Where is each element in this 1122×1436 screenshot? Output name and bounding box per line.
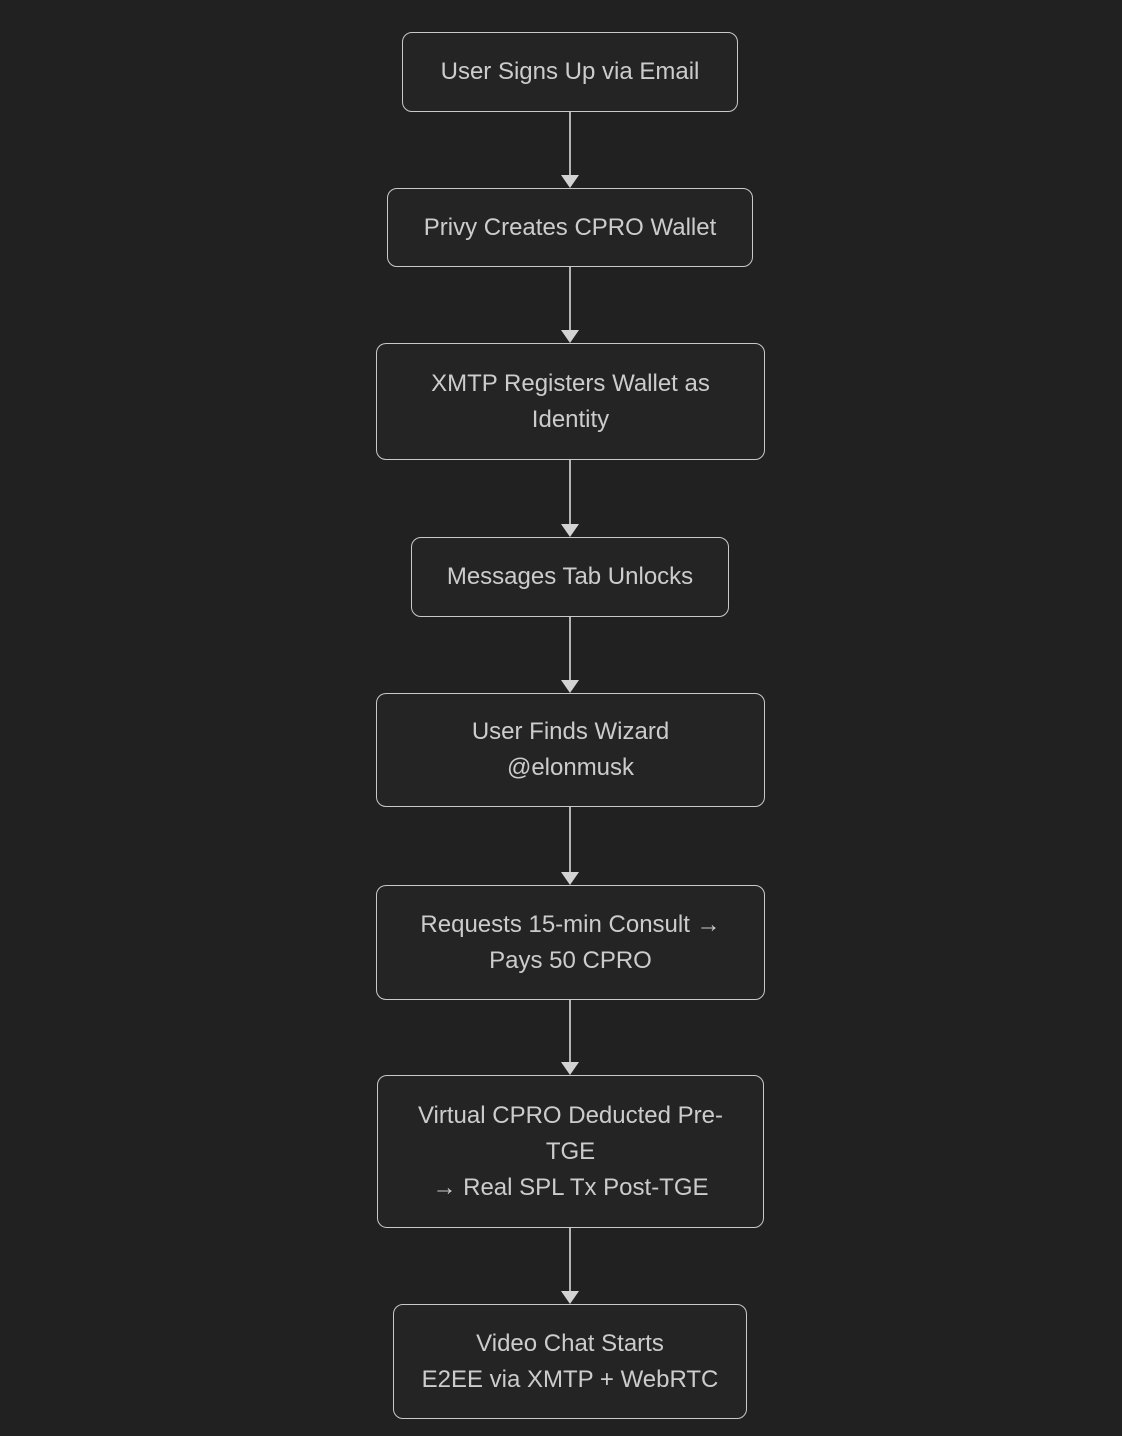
arrowhead-down-icon [561,872,579,885]
edge-line [569,112,571,183]
flow-node-request-consult: Requests 15-min Consult → Pays 50 CPRO [376,885,765,1000]
flow-edge-4 [561,617,579,693]
flow-node-video-chat: Video Chat Starts E2EE via XMTP + WebRTC [393,1304,747,1419]
flow-node-label: Messages Tab Unlocks [446,563,694,590]
edge-line [569,267,571,338]
flow-node-cpro-deduction: Virtual CPRO Deducted Pre- TGE → Real SP… [377,1075,764,1228]
flow-node-xmtp-identity: XMTP Registers Wallet as Identity [376,343,765,460]
arrowhead-down-icon [561,330,579,343]
flow-node-label: XMTP Registers Wallet as Identity [431,369,710,433]
edge-line [569,617,571,688]
edge-line [569,807,571,880]
flow-edge-1 [561,112,579,188]
flow-node-label: Virtual CPRO Deducted Pre- TGE → Real SP… [417,1101,723,1201]
flow-node-label: User Finds Wizard @elonmusk [471,718,670,781]
flow-node-label: User Signs Up via Email [440,58,700,85]
flow-node-messages-unlock: Messages Tab Unlocks [411,537,729,617]
arrowhead-down-icon [561,524,579,537]
arrowhead-down-icon [561,1062,579,1075]
flow-edge-6 [561,1000,579,1075]
flow-node-find-wizard: User Finds Wizard @elonmusk [376,693,765,807]
flow-node-privy-wallet: Privy Creates CPRO Wallet [387,188,753,267]
arrowhead-down-icon [561,680,579,693]
edge-line [569,1000,571,1070]
flow-node-label: Requests 15-min Consult → Pays 50 CPRO [420,910,721,974]
flow-edge-5 [561,807,579,885]
flow-node-label: Video Chat Starts E2EE via XMTP + WebRTC [421,1329,719,1393]
flow-node-signup: User Signs Up via Email [402,32,738,112]
edge-line [569,460,571,532]
edge-line [569,1228,571,1299]
arrowhead-down-icon [561,1291,579,1304]
flow-edge-3 [561,460,579,537]
flow-edge-7 [561,1228,579,1304]
flow-edge-2 [561,267,579,343]
arrowhead-down-icon [561,175,579,188]
flow-node-label: Privy Creates CPRO Wallet [423,213,717,241]
